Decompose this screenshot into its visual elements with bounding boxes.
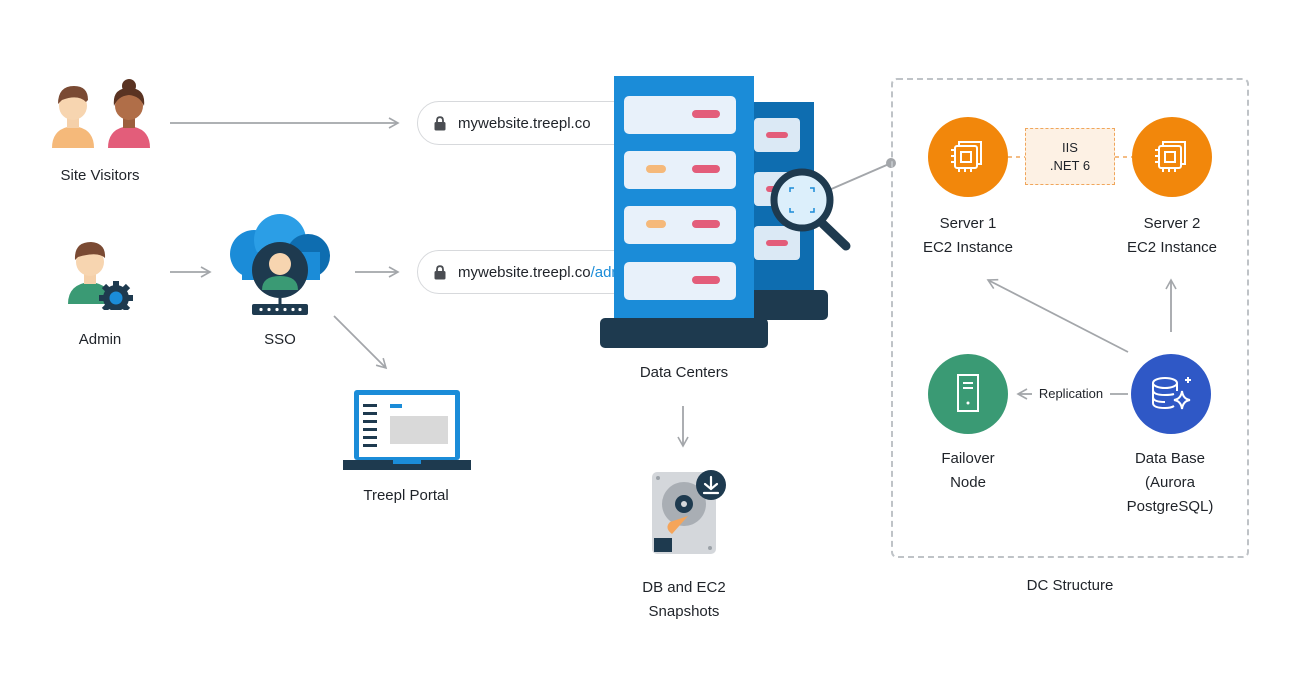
lock-icon [434, 264, 446, 279]
server2-line1: Server 2 [1143, 215, 1201, 232]
cloud-user-icon [230, 214, 330, 315]
server1-line1: Server 1 [939, 215, 997, 232]
iis-line1: IIS [1062, 140, 1078, 155]
server1-line2: EC2 Instance [922, 239, 1014, 256]
admin-gear-icon [68, 242, 133, 310]
people-icon [52, 79, 150, 148]
snapshots-label: DB and EC2 Snapshots [614, 576, 754, 624]
laptop-icon [343, 390, 471, 470]
dc-structure-label: DC Structure [1026, 577, 1114, 594]
server-icon [928, 354, 1008, 434]
site-url-text: mywebsite.treepl.co [458, 114, 591, 132]
failover-line2: Node [950, 474, 986, 491]
hard-drive-icon [652, 470, 726, 554]
admin-label: Admin [78, 331, 122, 348]
failover-line1: Failover [941, 450, 995, 467]
portal-label: Treepl Portal [363, 487, 449, 504]
site-visitors-label: Site Visitors [60, 167, 140, 184]
arrow-db-to-server1 [986, 278, 1129, 353]
chip-icon [928, 117, 1008, 197]
server2-line2: EC2 Instance [1126, 239, 1218, 256]
arrow-sso-to-portal [333, 315, 388, 370]
iis-box: IIS .NET 6 [1025, 128, 1115, 185]
snapshots-line1: DB and EC2 [642, 579, 726, 596]
server2-label: Server 2 EC2 Instance [1102, 212, 1242, 260]
dc-structure-box [891, 78, 1249, 558]
lock-icon [434, 115, 446, 130]
db-line2: (Aurora [1144, 474, 1196, 491]
server-rack-icon [600, 76, 851, 348]
database-icon [1131, 354, 1211, 434]
iis-line2: .NET 6 [1049, 158, 1091, 173]
sso-label: SSO [264, 331, 296, 348]
db-label: Data Base (Aurora PostgreSQL) [1100, 447, 1240, 519]
chip-icon [1132, 117, 1212, 197]
data-centers-label: Data Centers [639, 364, 729, 381]
snapshots-line2: Snapshots [648, 603, 720, 620]
db-line1: Data Base [1134, 450, 1206, 467]
server1-label: Server 1 EC2 Instance [898, 212, 1038, 260]
db-line3: PostgreSQL) [1126, 498, 1214, 515]
failover-label: Failover Node [898, 447, 1038, 495]
admin-url-base: mywebsite.treepl.co [458, 263, 591, 281]
replication-label: Replication [1038, 386, 1104, 401]
